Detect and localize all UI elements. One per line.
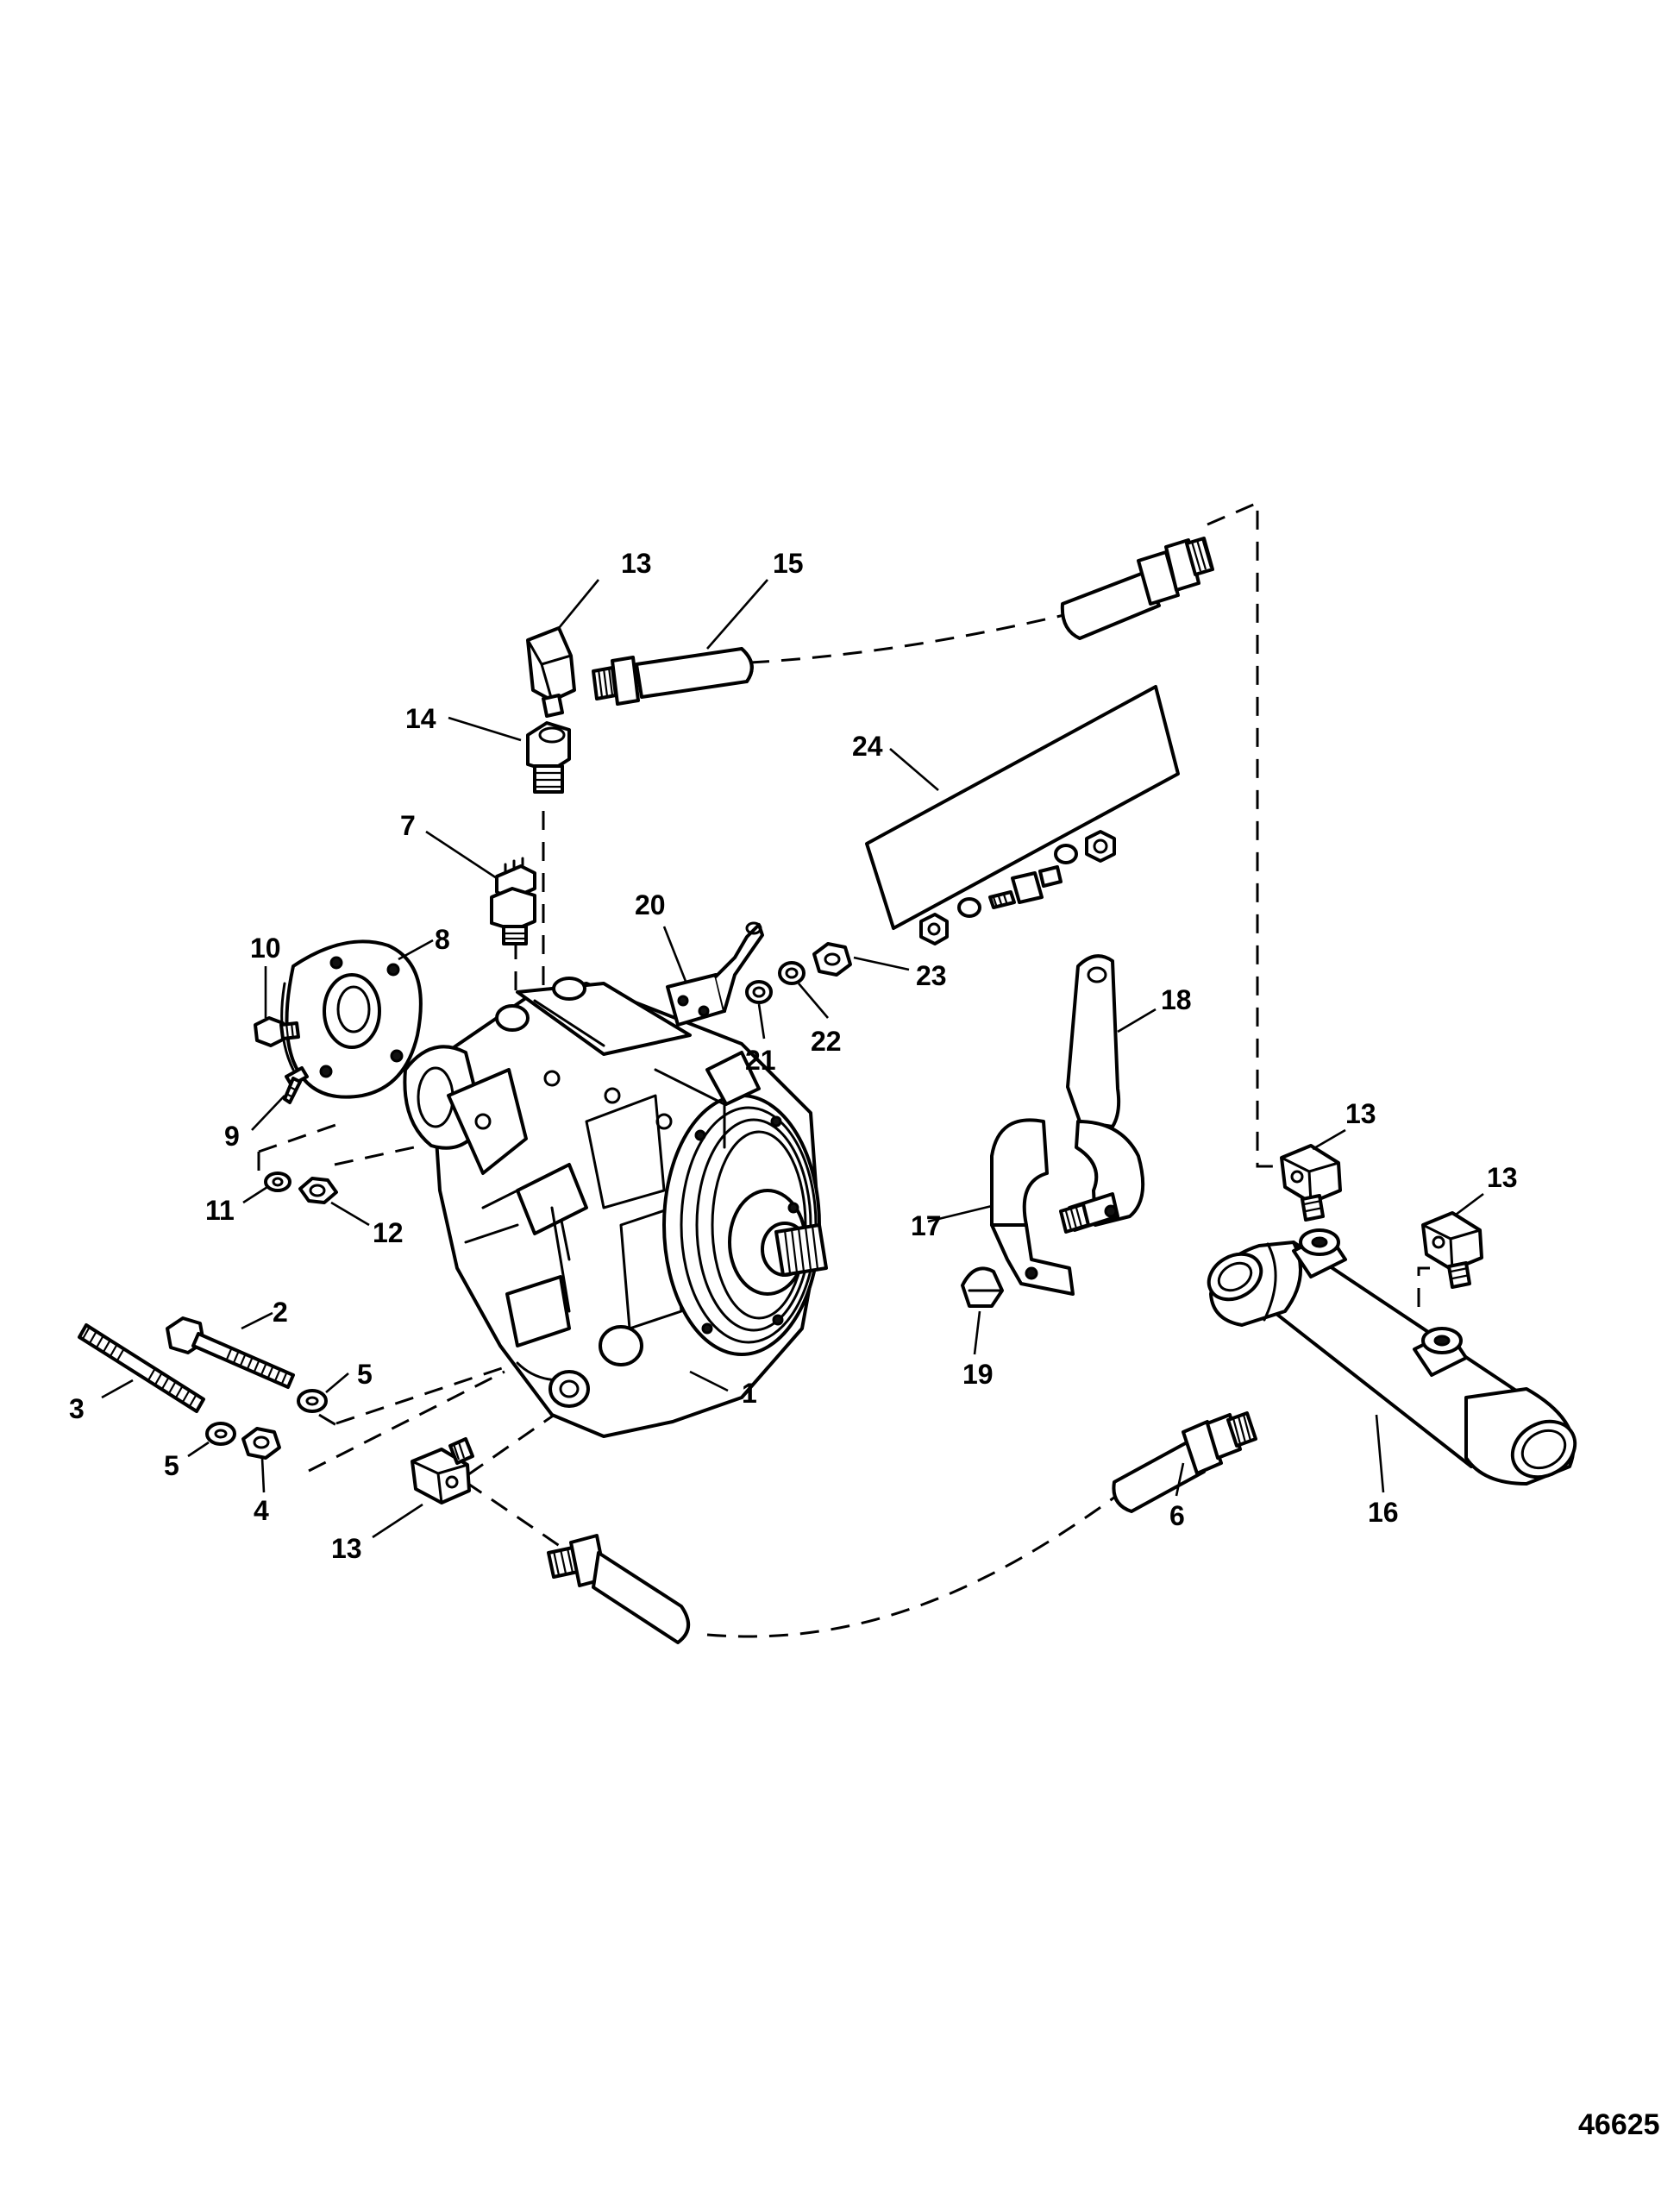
part-4-nut — [241, 1427, 281, 1460]
callout-4: 4 — [254, 1495, 269, 1526]
callout-23: 23 — [916, 960, 947, 991]
callout-2: 2 — [273, 1297, 288, 1328]
part-20-bracket — [666, 921, 764, 1027]
part-3-stud — [78, 1323, 205, 1413]
part-1-transmission — [403, 977, 828, 1438]
callout-11: 11 — [205, 1195, 235, 1226]
part-19-acorn-nut — [961, 1266, 1004, 1308]
callout-leader-lines — [101, 579, 1484, 1539]
part-17-clamp — [990, 1118, 1119, 1296]
part-24-hardware-kit — [865, 685, 1180, 945]
part-16-transmission-cooler — [1207, 1228, 1577, 1486]
callout-19: 19 — [962, 1359, 994, 1390]
callout-7: 7 — [400, 810, 416, 841]
callout-21: 21 — [745, 1045, 776, 1076]
part-5-washer-left — [205, 1422, 236, 1446]
callout-18: 18 — [1161, 984, 1192, 1015]
callout-13-right-upper: 13 — [1345, 1098, 1376, 1129]
part-11-lock-washer — [264, 1172, 291, 1192]
part-5-washer-right — [297, 1389, 328, 1413]
callout-5-right: 5 — [357, 1359, 373, 1390]
callout-3: 3 — [69, 1393, 85, 1424]
callout-1: 1 — [742, 1378, 757, 1409]
part-13-elbow-fitting-lower-left — [411, 1437, 474, 1504]
dashed-hose-routing — [257, 500, 1442, 1638]
part-18-mounting-strap — [1066, 954, 1145, 1227]
part-15-hose-fitting — [592, 647, 754, 706]
callout-17: 17 — [911, 1210, 942, 1241]
callout-12: 12 — [373, 1217, 404, 1248]
hose-fitting-top-right — [1060, 537, 1214, 640]
part-13-elbow-fitting-right-lower — [1421, 1211, 1483, 1289]
part-13-elbow-fitting-top — [526, 626, 576, 718]
callout-numbers: 13 15 14 7 8 10 9 11 12 2 3 5 5 4 1 13 2… — [69, 548, 1518, 1564]
callout-14: 14 — [405, 703, 436, 734]
part-8-mounting-flange — [280, 939, 423, 1099]
callout-15: 15 — [773, 548, 804, 579]
callout-13-lower-left: 13 — [331, 1533, 362, 1564]
callout-24: 24 — [852, 731, 883, 762]
callout-20: 20 — [635, 889, 666, 920]
part-6-hose-fitting — [1112, 1411, 1257, 1513]
callout-8: 8 — [435, 924, 450, 955]
part-14-adapter — [526, 721, 571, 794]
hose-fitting-bottom — [547, 1534, 690, 1644]
callout-10: 10 — [250, 933, 281, 964]
part-13-elbow-fitting-right-upper — [1280, 1144, 1342, 1222]
part-22-lock-washer — [778, 961, 806, 985]
part-7-temperature-switch — [490, 857, 536, 945]
callout-13-right-lower: 13 — [1487, 1162, 1518, 1193]
callout-22: 22 — [811, 1026, 842, 1057]
part-21-washer — [745, 980, 773, 1004]
part-9-screw — [283, 1066, 309, 1104]
callout-6: 6 — [1169, 1500, 1185, 1531]
callout-9: 9 — [224, 1121, 240, 1152]
callout-5-left: 5 — [164, 1450, 179, 1481]
figure-number: 46625 — [1578, 2108, 1660, 2141]
callout-13-top: 13 — [621, 548, 652, 579]
callout-16: 16 — [1368, 1497, 1399, 1528]
part-10-bolt — [254, 1016, 300, 1047]
part-23-nut — [812, 942, 852, 977]
part-2-bolt — [166, 1316, 295, 1389]
part-12-nut — [298, 1177, 338, 1204]
